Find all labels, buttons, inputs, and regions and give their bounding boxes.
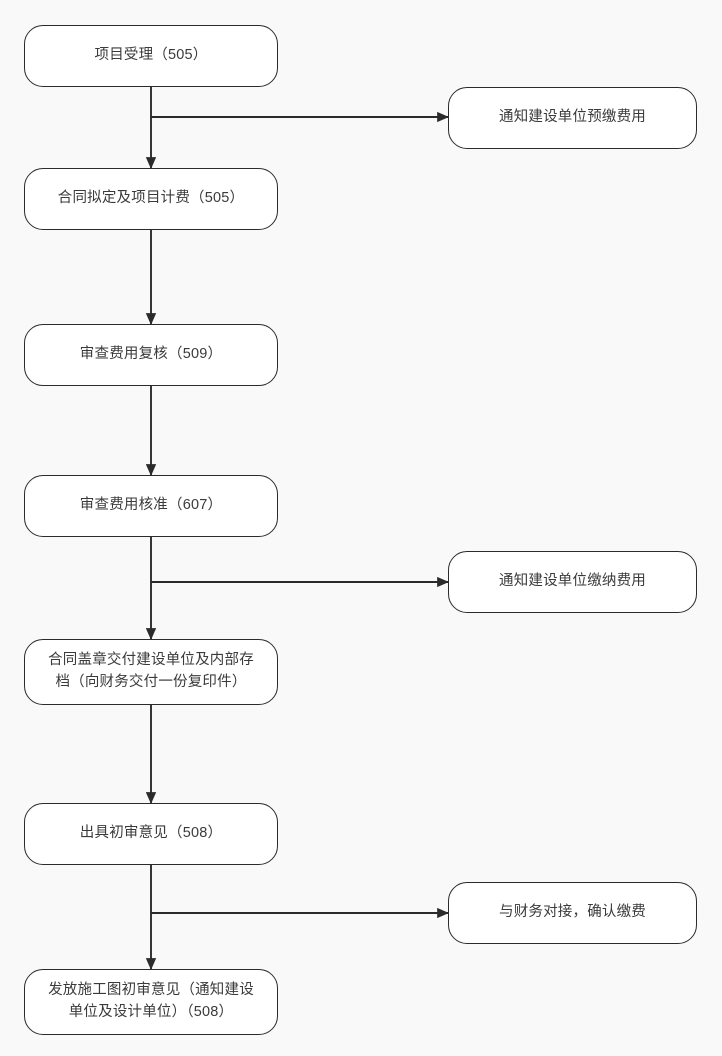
node-label: 合同拟定及项目计费（505） [57,190,245,207]
node-label: 合同盖章交付建设单位及内部存 档（向财务交付一份复印件） [48,652,254,690]
process-node-n7: 发放施工图初审意见（通知建设 单位及设计单位）（508） [24,969,278,1035]
process-node-n2: 合同拟定及项目计费（505） [24,168,278,230]
branch-connectors [151,111,449,919]
node-label: 与财务对接，确认缴费 [499,904,646,921]
process-node-n1: 项目受理（505） [24,25,278,87]
node-label: 通知建设单位缴纳费用 [499,573,646,590]
side-node-s3: 与财务对接，确认缴费 [448,882,697,944]
process-node-n4: 审查费用核准（607） [24,475,278,537]
node-label: 项目受理（505） [94,47,208,64]
node-label: 审查费用复核（509） [79,346,223,363]
process-node-n6: 出具初审意见（508） [24,803,278,865]
process-node-n3: 审查费用复核（509） [24,324,278,386]
node-label: 出具初审意见（508） [79,825,223,842]
side-node-s1: 通知建设单位预缴费用 [448,87,697,149]
process-node-n5: 合同盖章交付建设单位及内部存 档（向财务交付一份复印件） [24,639,278,705]
side-node-s2: 通知建设单位缴纳费用 [448,551,697,613]
node-label: 审查费用核准（607） [79,497,223,514]
node-label: 通知建设单位预缴费用 [499,109,646,126]
node-label: 发放施工图初审意见（通知建设 单位及设计单位）（508） [48,982,254,1020]
